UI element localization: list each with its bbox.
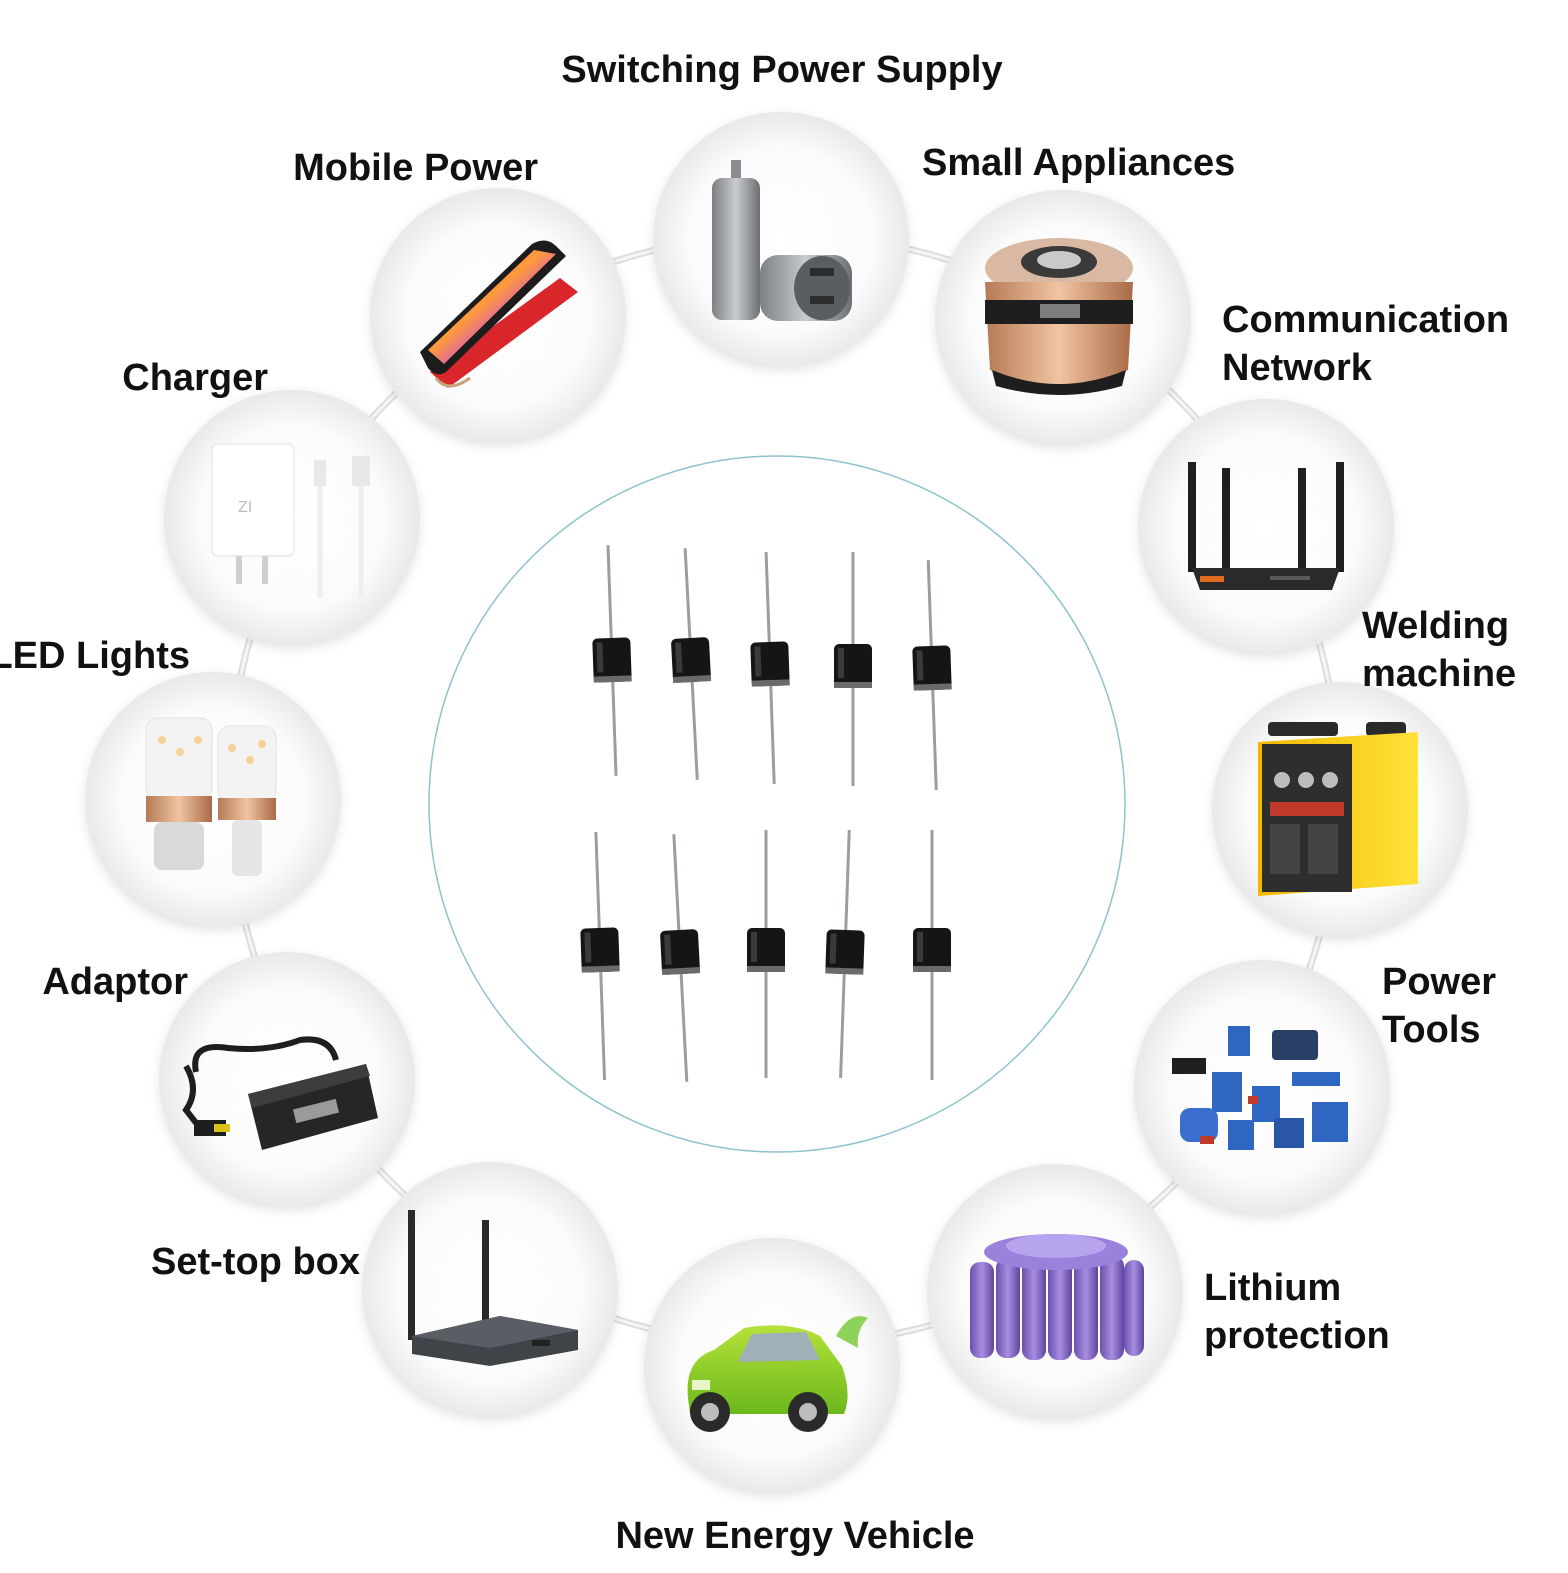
diode — [913, 830, 951, 1080]
label-switching: Switching Power Supply — [561, 49, 1002, 91]
diode — [825, 830, 865, 1078]
power-tools-icon — [1172, 1026, 1348, 1150]
label-welding: Welding machine — [1362, 605, 1516, 695]
label-nev-line: New Energy Vehicle — [615, 1515, 974, 1557]
label-mobile-power-line: Mobile Power — [293, 147, 538, 189]
diode — [671, 548, 712, 780]
power-bank-icon — [420, 240, 578, 388]
label-mobile-power: Mobile Power — [293, 147, 538, 189]
bubble-charger: ZI — [164, 390, 420, 646]
battery-pack-icon — [970, 1234, 1144, 1360]
diode-group — [580, 545, 952, 1082]
diode — [834, 552, 872, 786]
label-communication-line: Network — [1222, 347, 1373, 389]
label-settop: Set-top box — [151, 1241, 360, 1283]
label-nev: New Energy Vehicle — [615, 1515, 974, 1557]
svg-text:ZI: ZI — [238, 499, 252, 516]
welding-machine-icon — [1258, 722, 1418, 896]
application-bubbles: ZI — [85, 112, 1468, 1494]
label-power-tools-line: Tools — [1382, 1009, 1481, 1051]
label-led-line: LED Lights — [0, 635, 190, 677]
bubble-led-lights — [85, 672, 341, 928]
diode — [592, 545, 632, 776]
diode — [912, 560, 952, 790]
diode — [660, 834, 701, 1082]
label-settop-line: Set-top box — [151, 1241, 360, 1283]
bubble-communication-network — [1138, 399, 1394, 655]
bubble-set-top-box — [362, 1162, 618, 1418]
label-small-appliances: Small Appliances — [922, 142, 1235, 184]
set-top-box-icon — [408, 1210, 578, 1366]
label-communication-line: Communication — [1222, 299, 1509, 341]
router-icon — [1188, 462, 1344, 590]
bubble-lithium-protection — [927, 1164, 1183, 1420]
label-led: LED Lights — [0, 635, 190, 677]
bubble-welding-machine — [1212, 682, 1468, 938]
bubble-power-tools — [1134, 960, 1390, 1216]
diode — [580, 832, 620, 1080]
label-charger-line: Charger — [122, 357, 268, 399]
label-power-tools-line: Power — [1382, 961, 1496, 1003]
label-lithium-line: protection — [1204, 1315, 1390, 1357]
label-lithium: Lithium protection — [1204, 1267, 1390, 1357]
label-adaptor-line: Adaptor — [42, 961, 188, 1003]
bubble-small-appliances — [935, 190, 1191, 446]
led-bulb-icon — [145, 717, 277, 876]
car-charger-icon — [712, 160, 852, 321]
electric-car-icon — [687, 1316, 868, 1432]
label-small-appliances-line: Small Appliances — [922, 142, 1235, 184]
phone-charger-icon: ZI — [211, 443, 370, 598]
label-welding-line: Welding — [1362, 605, 1509, 647]
bubble-switching-power-supply — [653, 112, 909, 368]
label-switching-line: Switching Power Supply — [561, 49, 1002, 91]
bubble-adaptor — [159, 952, 415, 1208]
label-charger: Charger — [122, 357, 268, 399]
label-lithium-line: Lithium — [1204, 1267, 1341, 1309]
center-circle — [428, 455, 1126, 1153]
bubble-mobile-power — [370, 188, 626, 444]
diode — [747, 830, 785, 1078]
label-welding-line: machine — [1362, 653, 1516, 695]
rice-cooker-icon — [985, 238, 1133, 395]
laptop-adapter-icon — [182, 1036, 378, 1150]
diode — [750, 552, 790, 784]
bubble-new-energy-vehicle — [644, 1238, 900, 1494]
label-adaptor: Adaptor — [42, 961, 188, 1003]
